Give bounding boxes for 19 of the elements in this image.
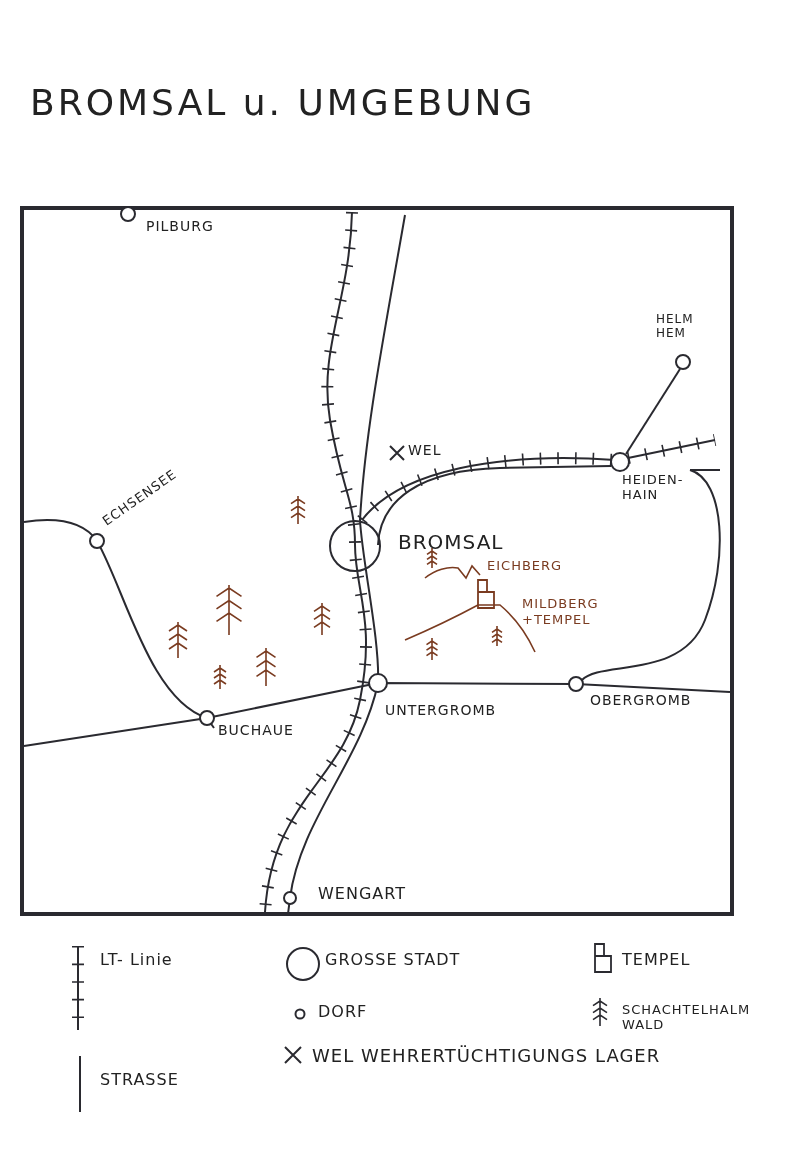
title: BROMSAL u. UMGEBUNG bbox=[30, 82, 536, 123]
place-label: UNTERGROMB bbox=[385, 702, 497, 718]
place-label: OBERGROMB bbox=[590, 692, 692, 708]
legend-label: TEMPEL bbox=[622, 950, 691, 969]
place-label: WEL bbox=[408, 442, 442, 458]
mountain-label: MILDBERG +TEMPEL bbox=[522, 596, 600, 628]
mountain-label: EICHBERG bbox=[487, 558, 563, 573]
place-label: HELM HEM bbox=[656, 312, 695, 340]
legend-label: SCHACHTELHALM WALD bbox=[622, 1002, 752, 1032]
legend-label: LT- Linie bbox=[100, 950, 173, 969]
legend-label: STRASSE bbox=[100, 1070, 179, 1089]
place-label: BROMSAL bbox=[398, 530, 504, 554]
place-label: BUCHAUE bbox=[218, 722, 294, 738]
place-label: PILBURG bbox=[146, 218, 214, 234]
place-label: WENGART bbox=[318, 884, 406, 903]
legend-label: GROSSE STADT bbox=[325, 950, 461, 969]
legend-label: WEL WEHRERTÜCHTIGUNGS LAGER bbox=[312, 1045, 661, 1066]
place-label: HEIDEN- HAIN bbox=[622, 472, 685, 502]
legend-label: DORF bbox=[318, 1002, 368, 1021]
